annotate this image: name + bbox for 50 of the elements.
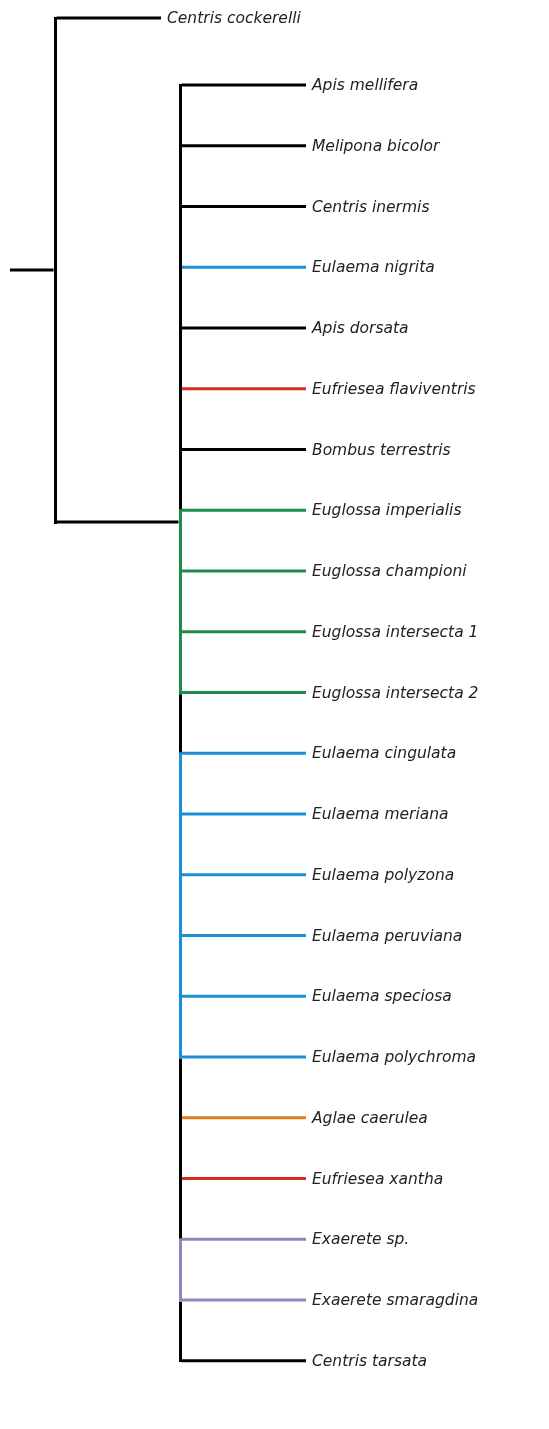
species-label: Centris tarsata <box>306 1349 428 1372</box>
branch-line <box>181 83 306 87</box>
branch-line <box>181 994 306 998</box>
branch-line <box>56 16 161 20</box>
species-label: Aglae caerulea <box>306 1106 428 1129</box>
species-label: Exaerete smaragdina <box>306 1289 479 1311</box>
species-label: Centris cockerelli <box>161 7 301 29</box>
species-label: Apis dorsata <box>306 317 409 339</box>
species-label: Eulaema nigrita <box>306 256 435 279</box>
species-label: Euglossa intersecta 1 <box>306 620 479 643</box>
species-label: Eulaema cingulata <box>306 742 457 765</box>
branch-line <box>181 1177 306 1180</box>
branch-line <box>181 265 306 269</box>
species-label: Eulaema polychroma <box>306 1046 477 1068</box>
branch-line <box>181 630 306 634</box>
species-label: Apis mellifera <box>306 74 419 96</box>
vertical-branch <box>53 16 57 524</box>
branch-line <box>181 691 306 694</box>
branch-line <box>181 1055 306 1059</box>
species-label: Eulaema meriana <box>306 803 449 825</box>
branch-line <box>181 1298 306 1302</box>
species-label: Eufriesea xantha <box>306 1167 444 1190</box>
species-label: Eulaema peruviana <box>306 924 463 947</box>
branch-line <box>181 205 306 208</box>
branch-line <box>181 751 306 755</box>
species-label: Euglossa imperialis <box>306 499 462 522</box>
species-label: Centris inermis <box>306 195 430 218</box>
branch-line <box>181 1116 306 1120</box>
branch-line <box>181 508 306 512</box>
branch-line <box>181 1237 306 1241</box>
species-label: Bombus terrestris <box>306 438 451 461</box>
species-label: Exaerete sp. <box>306 1228 410 1251</box>
branch-line <box>56 520 179 524</box>
branch-line <box>181 326 306 330</box>
branch-line <box>181 387 306 391</box>
branch-line <box>181 873 306 877</box>
species-label: Eulaema speciosa <box>306 985 452 1008</box>
species-label: Euglossa championi <box>306 560 467 582</box>
species-label: Euglossa intersecta 2 <box>306 681 479 704</box>
vertical-branch <box>178 83 182 1363</box>
branch-line <box>181 144 306 148</box>
branch-line <box>181 448 306 451</box>
branch-line <box>181 569 306 573</box>
branch-line <box>181 812 306 816</box>
branch-line <box>181 934 306 937</box>
species-label: Eufriesea flaviventris <box>306 377 476 400</box>
species-label: Melipona bicolor <box>306 134 440 157</box>
branch-line <box>10 268 54 272</box>
species-label: Eulaema polyzona <box>306 863 455 886</box>
branch-line <box>181 1359 306 1363</box>
